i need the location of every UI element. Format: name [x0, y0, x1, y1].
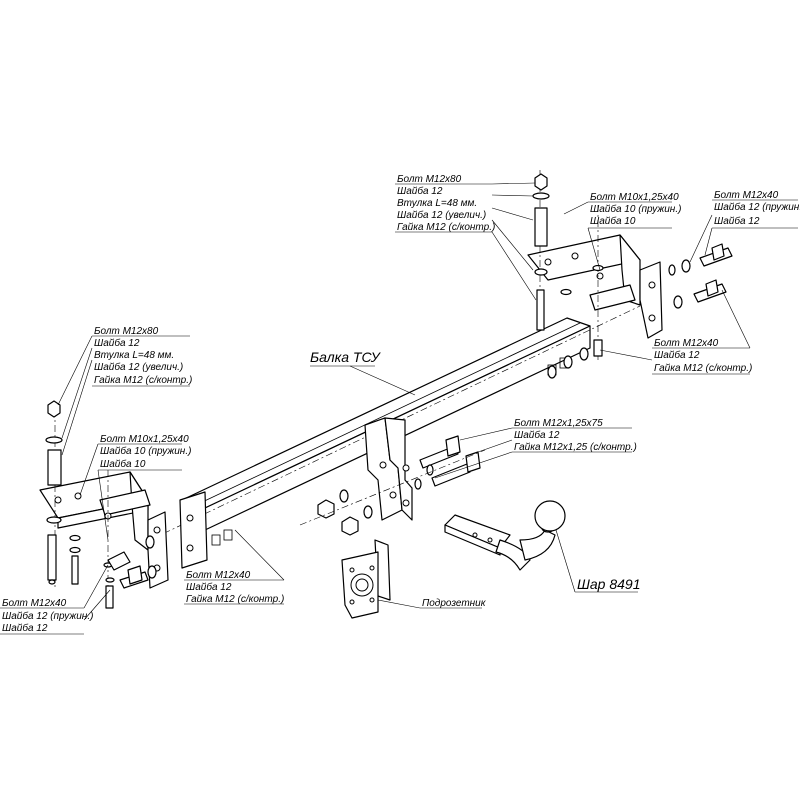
callout-line: Болт М12х40	[2, 598, 67, 609]
callout-line: Гайка М12х1,25 (с/контр.)	[514, 442, 637, 453]
callout-line: Болт М12х80	[94, 326, 159, 337]
socket-bracket	[341, 539, 391, 619]
left-bracket	[39, 410, 169, 600]
callout-line: Болт М12х40	[654, 338, 719, 349]
callout-line: Шайба 12	[654, 349, 700, 361]
callout-line: Шайба 12	[714, 215, 760, 227]
callout-line: Шайба 10 (пружин.)	[590, 203, 681, 215]
callout-line: Втулка L=48 мм.	[94, 350, 174, 361]
callout-line: Шайба 12 (увелич.)	[397, 209, 486, 221]
callout-bottom-center: Болт М12х40 Шайба 12 Гайка М12 (с/контр.…	[186, 570, 284, 605]
socket-label: Подрозетник	[422, 598, 487, 609]
callout-line: Гайка М12 (с/контр.)	[94, 375, 192, 386]
right-bolt-stack	[532, 173, 604, 331]
callout-line: Шайба 12	[2, 622, 48, 634]
ball-label: Шар 8491	[577, 576, 641, 592]
callout-line: Болт М12х80	[397, 174, 462, 185]
callout-line: Болт М12х1,25х75	[514, 418, 603, 429]
callout-top-mid-right: Болт М10х1,25х40 Шайба 10 (пружин.) Шайб…	[590, 192, 681, 227]
callout-line: Втулка L=48 мм.	[397, 198, 477, 209]
callout-center-right: Болт М12х1,25х75 Шайба 12 Гайка М12х1,25…	[514, 418, 637, 453]
callout-line: Гайка М12 (с/контр.)	[397, 222, 495, 233]
callout-line: Болт М12х40	[186, 570, 251, 581]
callout-line: Шайба 12 (пружин.)	[714, 201, 800, 213]
callout-top-center: Болт М12х80 Шайба 12 Втулка L=48 мм. Шай…	[397, 174, 495, 233]
callout-left-mid: Болт М10х1,25х40 Шайба 10 (пружин.) Шайб…	[100, 434, 191, 470]
callout-line: Шайба 10	[100, 458, 146, 470]
callout-line: Шайба 12	[186, 581, 232, 593]
callout-top-far-right: Болт М12х40 Шайба 12 (пружин.) Шайба 12	[714, 190, 800, 227]
callout-line: Болт М10х1,25х40	[100, 434, 189, 445]
callout-line: Шайба 12	[397, 185, 443, 197]
callout-line: Гайка М12 (с/контр.)	[654, 363, 752, 374]
left-side-bolts	[107, 491, 208, 589]
leader-lines	[0, 182, 798, 635]
callout-right-mid: Болт М12х40 Шайба 12 Гайка М12 (с/контр.…	[654, 338, 752, 374]
callout-line: Шайба 12 (пружин.)	[2, 610, 93, 622]
callout-line: Шайба 12 (увелич.)	[94, 361, 183, 373]
right-bracket	[527, 170, 663, 360]
callout-line: Шайба 10 (пружин.)	[100, 445, 191, 457]
callout-line: Шайба 10	[590, 215, 636, 227]
callout-line: Болт М10х1,25х40	[590, 192, 679, 203]
left-bolt-stack	[45, 400, 115, 609]
beam-label: Балка ТСУ	[310, 349, 382, 365]
callout-left-upper: Болт М12х80 Шайба 12 Втулка L=48 мм. Шай…	[94, 326, 192, 386]
callout-line: Шайба 12	[514, 429, 560, 441]
right-side-bolts	[547, 243, 733, 379]
callout-bottom-left: Болт М12х40 Шайба 12 (пружин.) Шайба 12	[2, 598, 93, 634]
callout-line: Болт М12х40	[714, 190, 779, 201]
callout-line: Гайка М12 (с/контр.)	[186, 594, 284, 605]
tow-ball	[444, 500, 566, 571]
callout-line: Шайба 12	[94, 337, 140, 349]
